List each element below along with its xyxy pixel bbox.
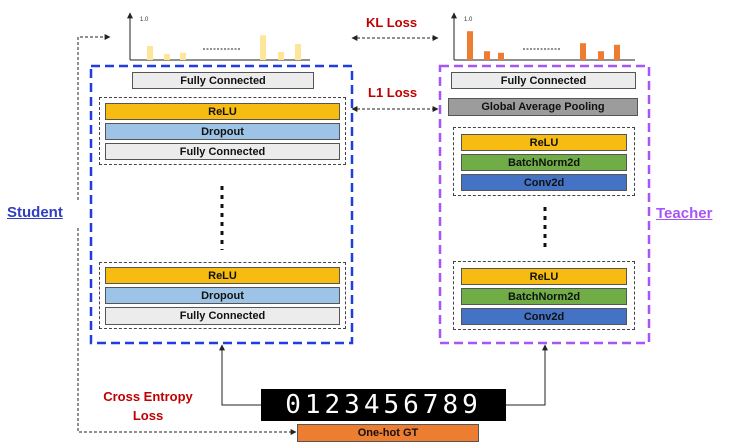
cross-entropy-connector [77,34,111,200]
student-frame [89,64,354,345]
student-axis-tick: 1.0 [140,17,149,23]
student-distribution-bar-1 [147,46,153,60]
teacher-distribution-bar-3 [498,52,504,60]
student-fully-connected-1: Fully Connected [105,143,340,160]
input-to-student-arrow [219,344,261,406]
student-distribution-bar-6 [295,44,301,60]
teacher-batchnorm-2: BatchNorm2d [461,288,627,305]
teacher-block-2: ReLU BatchNorm2d Conv2d [453,261,635,330]
teacher-distribution-axes [451,12,635,61]
teacher-distribution-bar-2 [484,51,490,60]
student-label: Student [7,204,63,221]
onehot-gt-box: One-hot GT [297,424,479,442]
teacher-relu-1: ReLU [461,134,627,151]
student-distribution-bars [147,35,301,60]
teacher-conv2d-1: Conv2d [461,174,627,191]
cross-entropy-label: Cross Entropy Loss [88,387,208,425]
student-block-2: ReLU Dropout Fully Connected [99,262,346,329]
student-relu-2: ReLU [105,267,340,284]
student-distribution-bar-2 [164,54,170,60]
teacher-relu-2: ReLU [461,268,627,285]
student-distribution-bar-5 [278,52,284,60]
student-top-fully-connected: Fully Connected [132,72,314,89]
student-fully-connected-2: Fully Connected [105,307,340,325]
student-distribution-bar-4 [260,35,266,60]
teacher-distribution-bars [467,31,620,60]
student-dropout-2: Dropout [105,287,340,304]
teacher-distribution-bar-1 [467,31,473,60]
student-relu-1: ReLU [105,103,340,120]
kl-loss-label: KL Loss [366,15,418,30]
teacher-frame [438,64,651,345]
teacher-batchnorm-1: BatchNorm2d [461,154,627,171]
teacher-distribution-bar-4 [580,43,586,60]
teacher-block-1: ReLU BatchNorm2d Conv2d [453,127,635,196]
student-distribution-bar-3 [180,52,186,60]
teacher-axis-tick: 1.0 [464,17,473,23]
teacher-label: Teacher [656,205,713,222]
student-dropout-1: Dropout [105,123,340,140]
input-to-teacher-arrow [506,344,548,406]
teacher-distribution-bar-5 [598,51,604,60]
input-digit-images: 0123456789 [261,389,506,421]
cross-entropy-line1: Cross Entropy [103,389,193,404]
teacher-distribution-bar-6 [614,44,620,60]
cross-entropy-line2: Loss [132,408,164,423]
teacher-top-fully-connected: Fully Connected [451,72,636,89]
student-block-1: ReLU Dropout Fully Connected [99,97,346,165]
teacher-global-average-pooling: Global Average Pooling [448,98,638,116]
onehot-connector [77,228,297,435]
l1-loss-label: L1 Loss [368,85,418,100]
teacher-conv2d-2: Conv2d [461,308,627,325]
